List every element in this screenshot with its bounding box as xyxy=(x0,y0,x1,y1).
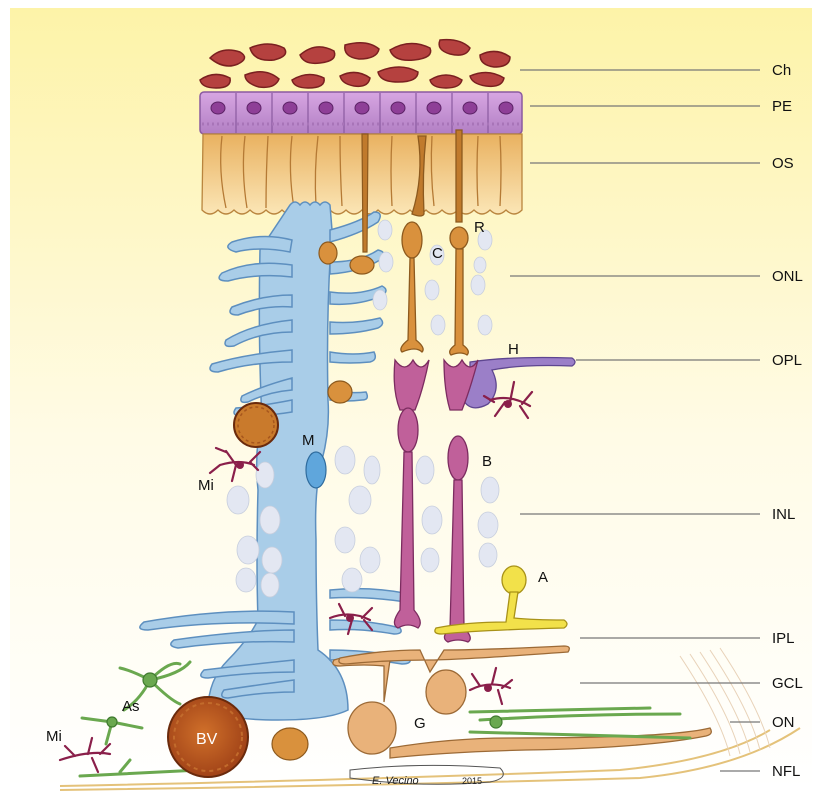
layer-label-os: OS xyxy=(772,155,794,172)
layer-leader-lines xyxy=(510,69,760,772)
cell-label-c: C xyxy=(432,245,443,262)
layer-label-inl: INL xyxy=(772,506,795,523)
cell-label-r: R xyxy=(474,219,485,236)
microglia-cells xyxy=(58,380,534,774)
layer-label-nfl: NFL xyxy=(772,763,800,780)
nerve-fiber-layer xyxy=(59,727,801,791)
layer-label-onl: ONL xyxy=(772,268,803,285)
onl-nuclei xyxy=(372,219,493,336)
artist-signature: E. Vecino 2015 xyxy=(349,764,504,787)
rod-photoreceptor xyxy=(449,129,469,356)
amacrine-cell xyxy=(434,565,568,635)
bipolar-cells xyxy=(393,357,479,643)
cell-label-g: G xyxy=(414,715,426,732)
layer-label-ch: Ch xyxy=(772,62,791,79)
muller-nucleus xyxy=(305,451,327,489)
astrocyte-somas xyxy=(106,672,503,729)
astrocyte-cells xyxy=(78,660,692,778)
layer-label-pe: PE xyxy=(772,98,792,115)
signature-year: 2015 xyxy=(462,776,482,786)
muller-endfoot-cell xyxy=(271,727,309,761)
choroid-layer xyxy=(199,38,511,89)
cell-label-mi-lower: Mi xyxy=(46,728,62,745)
blood-vessel xyxy=(167,696,249,778)
cell-label-as: As xyxy=(122,698,140,715)
blood-vessel-inl xyxy=(233,402,279,448)
layer-label-ipl: IPL xyxy=(772,630,795,647)
signature-name: E. Vecino xyxy=(372,775,419,787)
ganglion-cells xyxy=(332,645,712,759)
microglia-nuclei xyxy=(236,400,512,692)
cell-label-a: A xyxy=(538,569,548,586)
cell-label-bv: BV xyxy=(196,731,218,748)
optic-nerve-fibers xyxy=(679,647,771,757)
layer-label-group: Ch PE OS ONL OPL INL IPL GCL ON NFL xyxy=(772,62,803,780)
cell-label-h: H xyxy=(508,341,519,358)
layer-label-on: ON xyxy=(772,714,795,731)
inl-nuclei xyxy=(226,445,500,598)
layer-label-gcl: GCL xyxy=(772,675,803,692)
cell-label-mi-upper: Mi xyxy=(198,477,214,494)
pigment-epithelium-layer xyxy=(199,91,523,135)
layer-label-opl: OPL xyxy=(772,352,802,369)
cell-label-b: B xyxy=(482,453,492,470)
cell-label-m: M xyxy=(302,432,315,449)
photoreceptor-bodies xyxy=(318,133,375,404)
cell-label-group: R C H M B Mi A As Mi BV G xyxy=(46,219,548,748)
cone-photoreceptor xyxy=(400,135,427,353)
